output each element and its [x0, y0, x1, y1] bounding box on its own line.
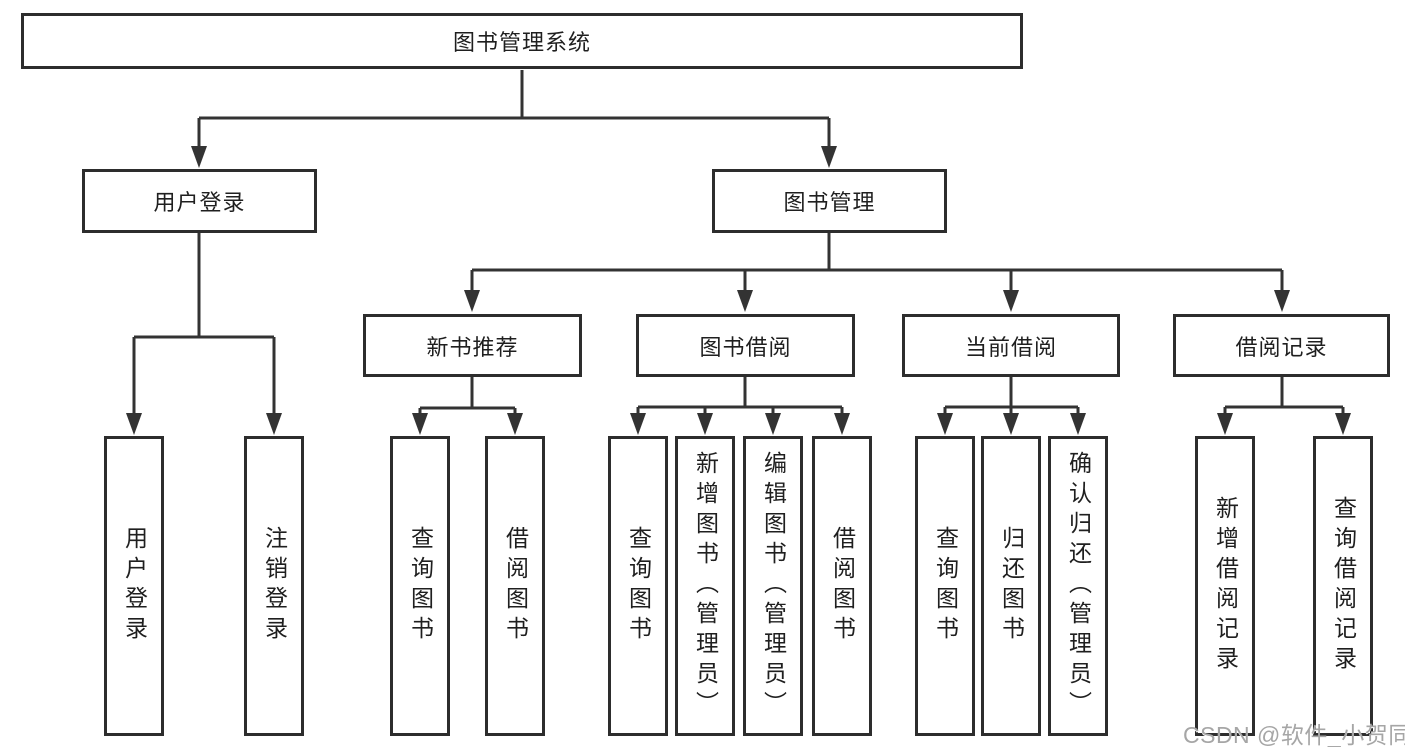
- node-label: 图书管理系统: [452, 30, 591, 55]
- connector-bookborrow-to-leaves: [636, 377, 844, 417]
- connector-records-to-leaves: [1223, 377, 1345, 417]
- node-label: 注销登录: [261, 526, 288, 646]
- node-book-management-system: 图书管理系统: [21, 13, 1023, 69]
- arrowhead-icon: [937, 413, 953, 435]
- connector-newrec-to-leaves: [418, 377, 517, 417]
- arrowhead-icon: [765, 413, 781, 435]
- node-label: 图书借阅: [699, 334, 792, 360]
- leaf-logout: 注销登录: [244, 436, 304, 736]
- node-label: 图书管理: [783, 190, 876, 215]
- arrowhead-icon: [191, 146, 207, 168]
- arrowhead-icon: [464, 290, 480, 312]
- leaf-add-borrow-record: 新增借阅记录: [1195, 436, 1255, 736]
- leaf-return-books: 归还图书: [981, 436, 1041, 736]
- leaf-confirm-return-admin: 确认归还（管理员）: [1048, 436, 1108, 736]
- connector-current-to-leaves: [943, 377, 1080, 417]
- node-current-borrowing: 当前借阅: [902, 314, 1120, 377]
- arrowhead-icon: [630, 413, 646, 435]
- node-label: 查询图书: [932, 526, 959, 646]
- node-label: 查询图书: [407, 526, 434, 646]
- arrowhead-icon: [1274, 290, 1290, 312]
- connector-root-to-level2: [197, 70, 831, 150]
- arrowhead-icon: [834, 413, 850, 435]
- arrowhead-icon: [1003, 413, 1019, 435]
- node-label: 新增借阅记录: [1212, 496, 1239, 676]
- arrowhead-icon: [697, 413, 713, 435]
- arrowhead-icon: [1070, 413, 1086, 435]
- arrowhead-icon: [1003, 290, 1019, 312]
- node-label: 当前借阅: [964, 334, 1057, 360]
- leaf-add-book-admin: 新增图书（管理员）: [675, 436, 735, 736]
- node-label: 新增图书（管理员）: [692, 451, 719, 721]
- leaf-borrow-books-borrowing: 借阅图书: [812, 436, 872, 736]
- leaf-borrow-books-newrec: 借阅图书: [485, 436, 545, 736]
- node-label: 查询图书: [625, 526, 652, 646]
- arrowhead-icon: [821, 146, 837, 168]
- arrowhead-icon: [1335, 413, 1351, 435]
- leaf-query-books-newrec: 查询图书: [390, 436, 450, 736]
- node-label: 借阅图书: [502, 526, 529, 646]
- node-new-book-recommendation: 新书推荐: [363, 314, 582, 377]
- node-borrowing-records: 借阅记录: [1173, 314, 1390, 377]
- arrowhead-icon: [1217, 413, 1233, 435]
- node-book-management: 图书管理: [712, 169, 947, 233]
- watermark: CSDN @软件_小贺同学: [1183, 722, 1405, 747]
- arrowhead-icon: [126, 413, 142, 435]
- node-label: 查询借阅记录: [1330, 496, 1357, 676]
- leaf-query-borrow-record: 查询借阅记录: [1313, 436, 1373, 736]
- leaf-edit-book-admin: 编辑图书（管理员）: [743, 436, 803, 736]
- node-label: 借阅图书: [829, 526, 856, 646]
- connector-userlogin-to-leaves: [132, 233, 276, 417]
- arrowhead-icon: [507, 413, 523, 435]
- leaf-user-login: 用户登录: [104, 436, 164, 736]
- node-label: 新书推荐: [426, 334, 519, 360]
- arrowhead-icon: [737, 290, 753, 312]
- node-label: 归还图书: [998, 526, 1025, 646]
- node-label: 确认归还（管理员）: [1065, 451, 1092, 721]
- node-label: 用户登录: [153, 190, 246, 215]
- connector-bookmgmt-to-level3: [470, 233, 1284, 294]
- node-book-borrowing: 图书借阅: [636, 314, 855, 377]
- leaf-query-books-current: 查询图书: [915, 436, 975, 736]
- arrowhead-icon: [266, 413, 282, 435]
- leaf-query-books-borrowing: 查询图书: [608, 436, 668, 736]
- node-user-login: 用户登录: [82, 169, 317, 233]
- node-label: 用户登录: [121, 526, 148, 646]
- arrowhead-icon: [412, 413, 428, 435]
- node-label: 编辑图书（管理员）: [760, 451, 787, 721]
- node-label: 借阅记录: [1235, 334, 1328, 360]
